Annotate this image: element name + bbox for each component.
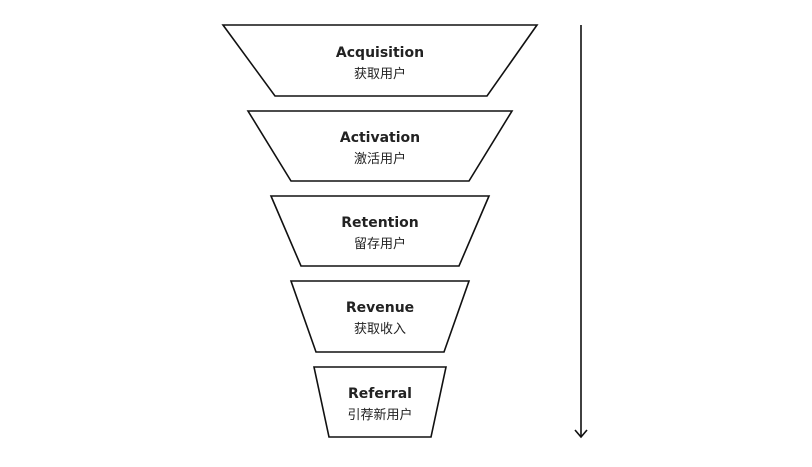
funnel-stage-referral: Referral 引荐新用户 [313,366,447,438]
funnel-stage-acquisition: Acquisition 获取用户 [221,24,539,97]
funnel-stage-revenue: Revenue 获取收入 [289,280,471,353]
funnel-stage-activation: Activation 激活用户 [246,110,514,182]
funnel-stage-retention: Retention 留存用户 [269,195,491,267]
stage-title-revenue: Revenue [346,300,414,316]
stage-subtitle-retention: 留存用户 [354,236,406,252]
stage-title-activation: Activation [340,130,420,146]
stage-subtitle-acquisition: 获取用户 [354,66,406,82]
stage-shape-referral [313,366,447,438]
stage-title-retention: Retention [341,215,419,231]
stage-shape-activation [246,110,514,182]
stage-shape-acquisition [221,24,539,97]
flow-arrowhead-icon [574,429,588,439]
stage-subtitle-revenue: 获取收入 [354,322,406,337]
stage-title-referral: Referral [348,386,412,402]
stage-shape-retention [269,195,491,267]
stage-subtitle-referral: 引荐新用户 [347,407,412,423]
stage-subtitle-activation: 激活用户 [354,151,406,167]
flow-arrow [574,25,588,439]
stage-title-acquisition: Acquisition [336,45,424,61]
stage-shape-revenue [289,280,471,353]
